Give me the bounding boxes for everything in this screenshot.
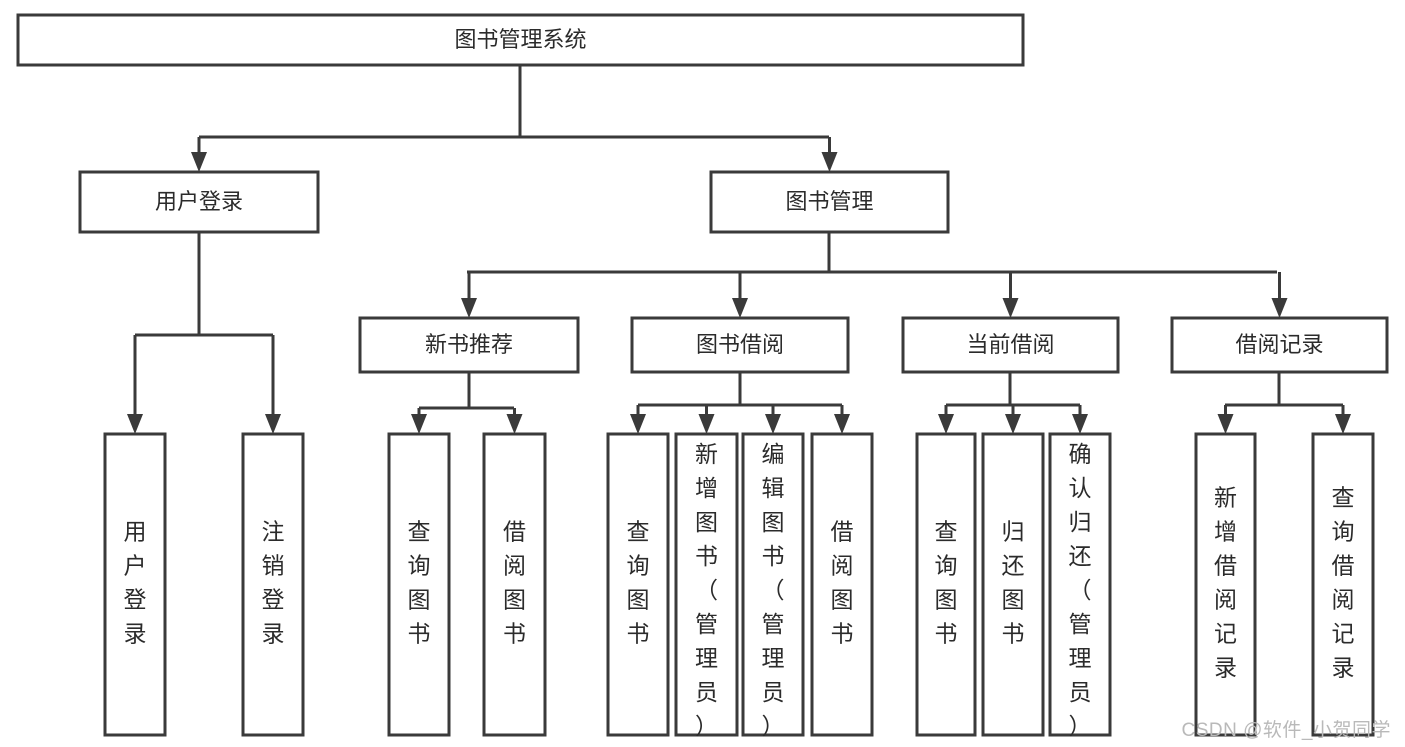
leaf-arrow-7-arrowhead bbox=[834, 414, 850, 434]
leaf-node-8-rect[interactable] bbox=[915, 432, 977, 737]
leaf-node-3-rect[interactable] bbox=[482, 432, 547, 737]
leaf-node-4-label: 查询图书 bbox=[627, 519, 650, 647]
level3-node-1[interactable]: 图书借阅 bbox=[630, 316, 850, 374]
level3-node-2[interactable]: 当前借阅 bbox=[901, 316, 1120, 374]
leaf-node-1-label: 注销登录 bbox=[262, 519, 285, 647]
leaf-node-6-label: 编辑图书（管理员） bbox=[762, 441, 785, 739]
leaf-node-9-label: 归还图书 bbox=[1002, 519, 1025, 647]
leaf-node-11-label: 新增借阅记录 bbox=[1214, 485, 1237, 681]
level2-node-0-rect[interactable] bbox=[78, 170, 320, 234]
leaf-node-6-rect[interactable] bbox=[741, 432, 805, 737]
level3-node-0[interactable]: 新书推荐 bbox=[358, 316, 580, 374]
level2-node-1[interactable]: 图书管理 bbox=[709, 170, 950, 234]
root-node-rect[interactable] bbox=[16, 13, 1025, 67]
bookmanage-to-level3-3-arrowhead bbox=[1271, 298, 1288, 318]
level2-node-0[interactable]: 用户登录 bbox=[78, 170, 320, 234]
level2-node-1-label: 图书管理 bbox=[785, 189, 873, 214]
leaf-node-8-label: 查询图书 bbox=[935, 519, 958, 647]
leaf-arrow-11-arrowhead bbox=[1217, 414, 1234, 434]
leaf-node-12-rect[interactable] bbox=[1311, 432, 1375, 737]
leaf-node-12-label: 查询借阅记录 bbox=[1332, 485, 1355, 681]
leaf-node-7-rect[interactable] bbox=[810, 432, 874, 737]
leaf-arrow-12-arrowhead bbox=[1335, 414, 1351, 434]
leaf-node-12[interactable]: 查询借阅记录 bbox=[1311, 432, 1375, 737]
leaf-node-11-rect[interactable] bbox=[1194, 432, 1257, 737]
leaf-node-1[interactable]: 注销登录 bbox=[241, 432, 305, 737]
leaf-arrow-0-arrowhead bbox=[127, 414, 143, 434]
leaf-node-7[interactable]: 借阅图书 bbox=[810, 432, 874, 737]
leaf-node-0[interactable]: 用户登录 bbox=[103, 432, 167, 737]
leaf-node-0-rect[interactable] bbox=[103, 432, 167, 737]
leaf-node-4[interactable]: 查询图书 bbox=[606, 432, 670, 737]
leaf-arrow-6-arrowhead bbox=[765, 414, 781, 434]
level3-node-3-rect[interactable] bbox=[1170, 316, 1389, 374]
level2-node-1-rect[interactable] bbox=[709, 170, 950, 234]
leaf-node-5[interactable]: 新增图书（管理员） bbox=[674, 432, 739, 739]
leaf-node-2-rect[interactable] bbox=[387, 432, 451, 737]
leaf-node-7-label: 借阅图书 bbox=[831, 519, 854, 647]
leaf-arrow-3-arrowhead bbox=[506, 414, 523, 434]
level3-node-1-rect[interactable] bbox=[630, 316, 850, 374]
leaf-node-5-label: 新增图书（管理员） bbox=[695, 441, 718, 739]
bookmanage-to-level3-2-arrowhead bbox=[1002, 298, 1019, 318]
leaf-node-1-rect[interactable] bbox=[241, 432, 305, 737]
level3-node-3-label: 借阅记录 bbox=[1235, 332, 1323, 357]
leaf-node-2[interactable]: 查询图书 bbox=[387, 432, 451, 737]
level2-node-0-label: 用户登录 bbox=[155, 189, 243, 214]
leaf-node-5-rect[interactable] bbox=[674, 432, 739, 737]
level3-node-0-rect[interactable] bbox=[358, 316, 580, 374]
root-node-label: 图书管理系统 bbox=[454, 27, 586, 52]
connector-layer bbox=[127, 65, 1351, 434]
bookmanage-to-level3-0-arrowhead bbox=[461, 298, 477, 318]
level3-node-2-rect[interactable] bbox=[901, 316, 1120, 374]
leaf-node-8[interactable]: 查询图书 bbox=[915, 432, 977, 737]
leaf-node-6[interactable]: 编辑图书（管理员） bbox=[741, 432, 805, 739]
leaf-node-10-label: 确认归还（管理员） bbox=[1069, 441, 1092, 739]
leaf-node-9-rect[interactable] bbox=[981, 432, 1045, 737]
leaf-arrow-4-arrowhead bbox=[630, 414, 646, 434]
leaf-node-10[interactable]: 确认归还（管理员） bbox=[1048, 432, 1112, 739]
root-to-level2-0-arrowhead bbox=[191, 152, 207, 172]
root-node[interactable]: 图书管理系统 bbox=[16, 13, 1025, 67]
leaf-node-3[interactable]: 借阅图书 bbox=[482, 432, 547, 737]
leaf-arrow-9-arrowhead bbox=[1005, 414, 1021, 434]
root-to-level2-1-arrowhead bbox=[821, 152, 838, 172]
leaf-node-4-rect[interactable] bbox=[606, 432, 670, 737]
bookmanage-to-level3-1-arrowhead bbox=[732, 298, 748, 318]
level3-node-0-label: 新书推荐 bbox=[425, 332, 513, 357]
leaf-arrow-5-arrowhead bbox=[698, 414, 715, 434]
leaf-node-11[interactable]: 新增借阅记录 bbox=[1194, 432, 1257, 737]
leaf-arrow-1-arrowhead bbox=[265, 414, 281, 434]
leaf-arrow-10-arrowhead bbox=[1072, 414, 1088, 434]
csdn-watermark: CSDN @软件_小贺同学 bbox=[1181, 720, 1391, 741]
leaf-arrow-2-arrowhead bbox=[411, 414, 427, 434]
node-layer: 图书管理系统用户登录图书管理新书推荐图书借阅当前借阅借阅记录用户登录注销登录查询… bbox=[16, 13, 1389, 739]
level3-node-3[interactable]: 借阅记录 bbox=[1170, 316, 1389, 374]
leaf-node-0-label: 用户登录 bbox=[124, 519, 147, 647]
level3-node-1-label: 图书借阅 bbox=[696, 332, 784, 357]
leaf-node-2-label: 查询图书 bbox=[408, 519, 431, 647]
leaf-node-9[interactable]: 归还图书 bbox=[981, 432, 1045, 737]
leaf-arrow-8-arrowhead bbox=[938, 414, 954, 434]
leaf-node-10-rect[interactable] bbox=[1048, 432, 1112, 737]
level3-node-2-label: 当前借阅 bbox=[966, 332, 1054, 357]
leaf-node-3-label: 借阅图书 bbox=[503, 519, 526, 647]
